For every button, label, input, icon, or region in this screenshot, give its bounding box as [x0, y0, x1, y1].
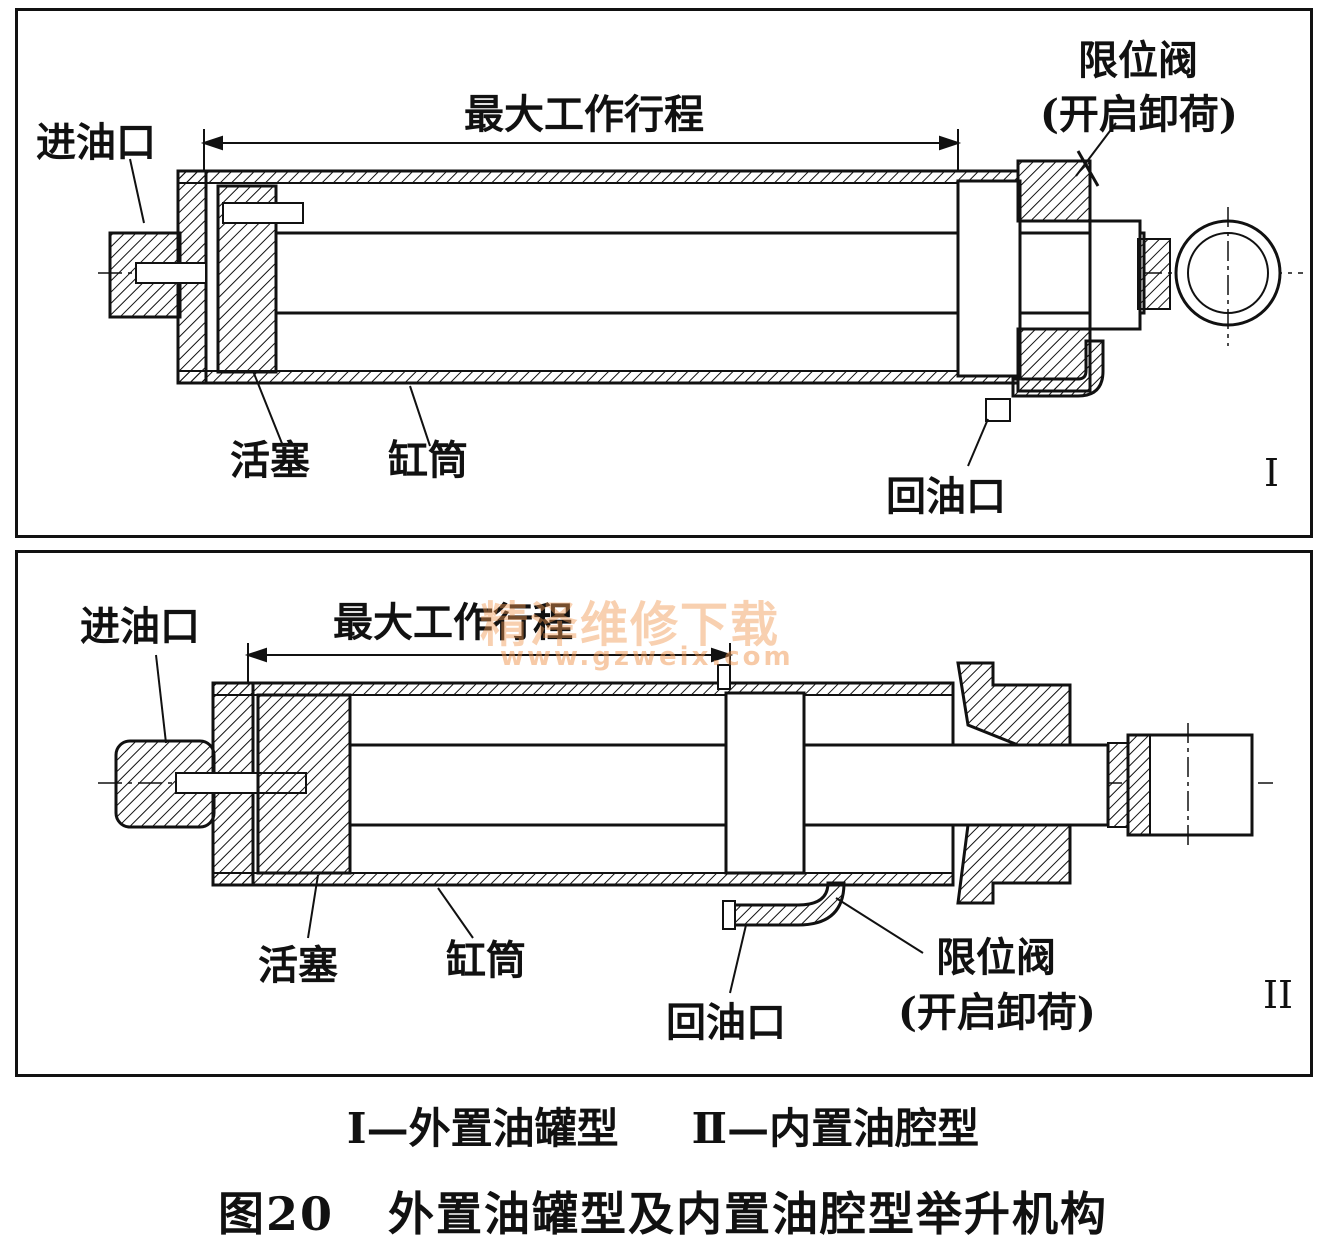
diagram-panel-1: 最大工作行程 进油口 限位阀 (开启卸荷) 活塞 缸筒 回油口 I: [15, 8, 1313, 538]
stroke-label-2: 最大工作行程: [333, 599, 573, 646]
watermark-text: 精泽维修下载: [480, 597, 781, 653]
front-gland-2: [956, 661, 1072, 747]
internal-chamber: [724, 691, 806, 875]
cylinder-label-2: 缸筒: [446, 937, 526, 984]
stroke-label-1: 最大工作行程: [464, 91, 704, 138]
return-label-1: 回油口: [886, 473, 1006, 520]
figure-legend: Ⅰ—外置油罐型 Ⅱ—内置油腔型: [346, 1104, 980, 1153]
inlet-label-2: 进油口: [80, 603, 200, 650]
piston-label-2: 活塞: [258, 942, 338, 989]
valve-label-2: 限位阀: [936, 934, 1056, 981]
valve-note-2: (开启卸荷): [898, 989, 1096, 1036]
front-gland: [956, 179, 1022, 378]
valve-note-1: (开启卸荷): [1040, 91, 1238, 138]
figure-caption: 图20 外置油罐型及内置油腔型举升机构: [217, 1187, 1109, 1241]
return-label-2: 回油口: [666, 999, 786, 1046]
valve-label-1: 限位阀: [1078, 37, 1198, 84]
return-pipe-2: [726, 881, 846, 927]
stroke-dimension-line: [200, 129, 962, 171]
piston-2: [256, 693, 352, 875]
return-elbow: [1011, 339, 1105, 398]
watermark-url: www.gzweix.com: [500, 642, 794, 672]
panel-number-1: I: [1264, 451, 1280, 495]
internal-chamber-cylinder-drawing: [98, 643, 1273, 994]
cylinder-label-1: 缸筒: [388, 437, 468, 484]
panel-number-2: II: [1263, 973, 1294, 1017]
diagram-panel-2: 最大工作行程 进油口 活塞 缸筒 回油口 限位阀 (开启卸荷) II: [15, 550, 1313, 1077]
piston-label-1: 活塞: [230, 437, 310, 484]
external-tank-cylinder-drawing: [98, 122, 1303, 467]
inlet-label-1: 进油口: [36, 119, 156, 166]
